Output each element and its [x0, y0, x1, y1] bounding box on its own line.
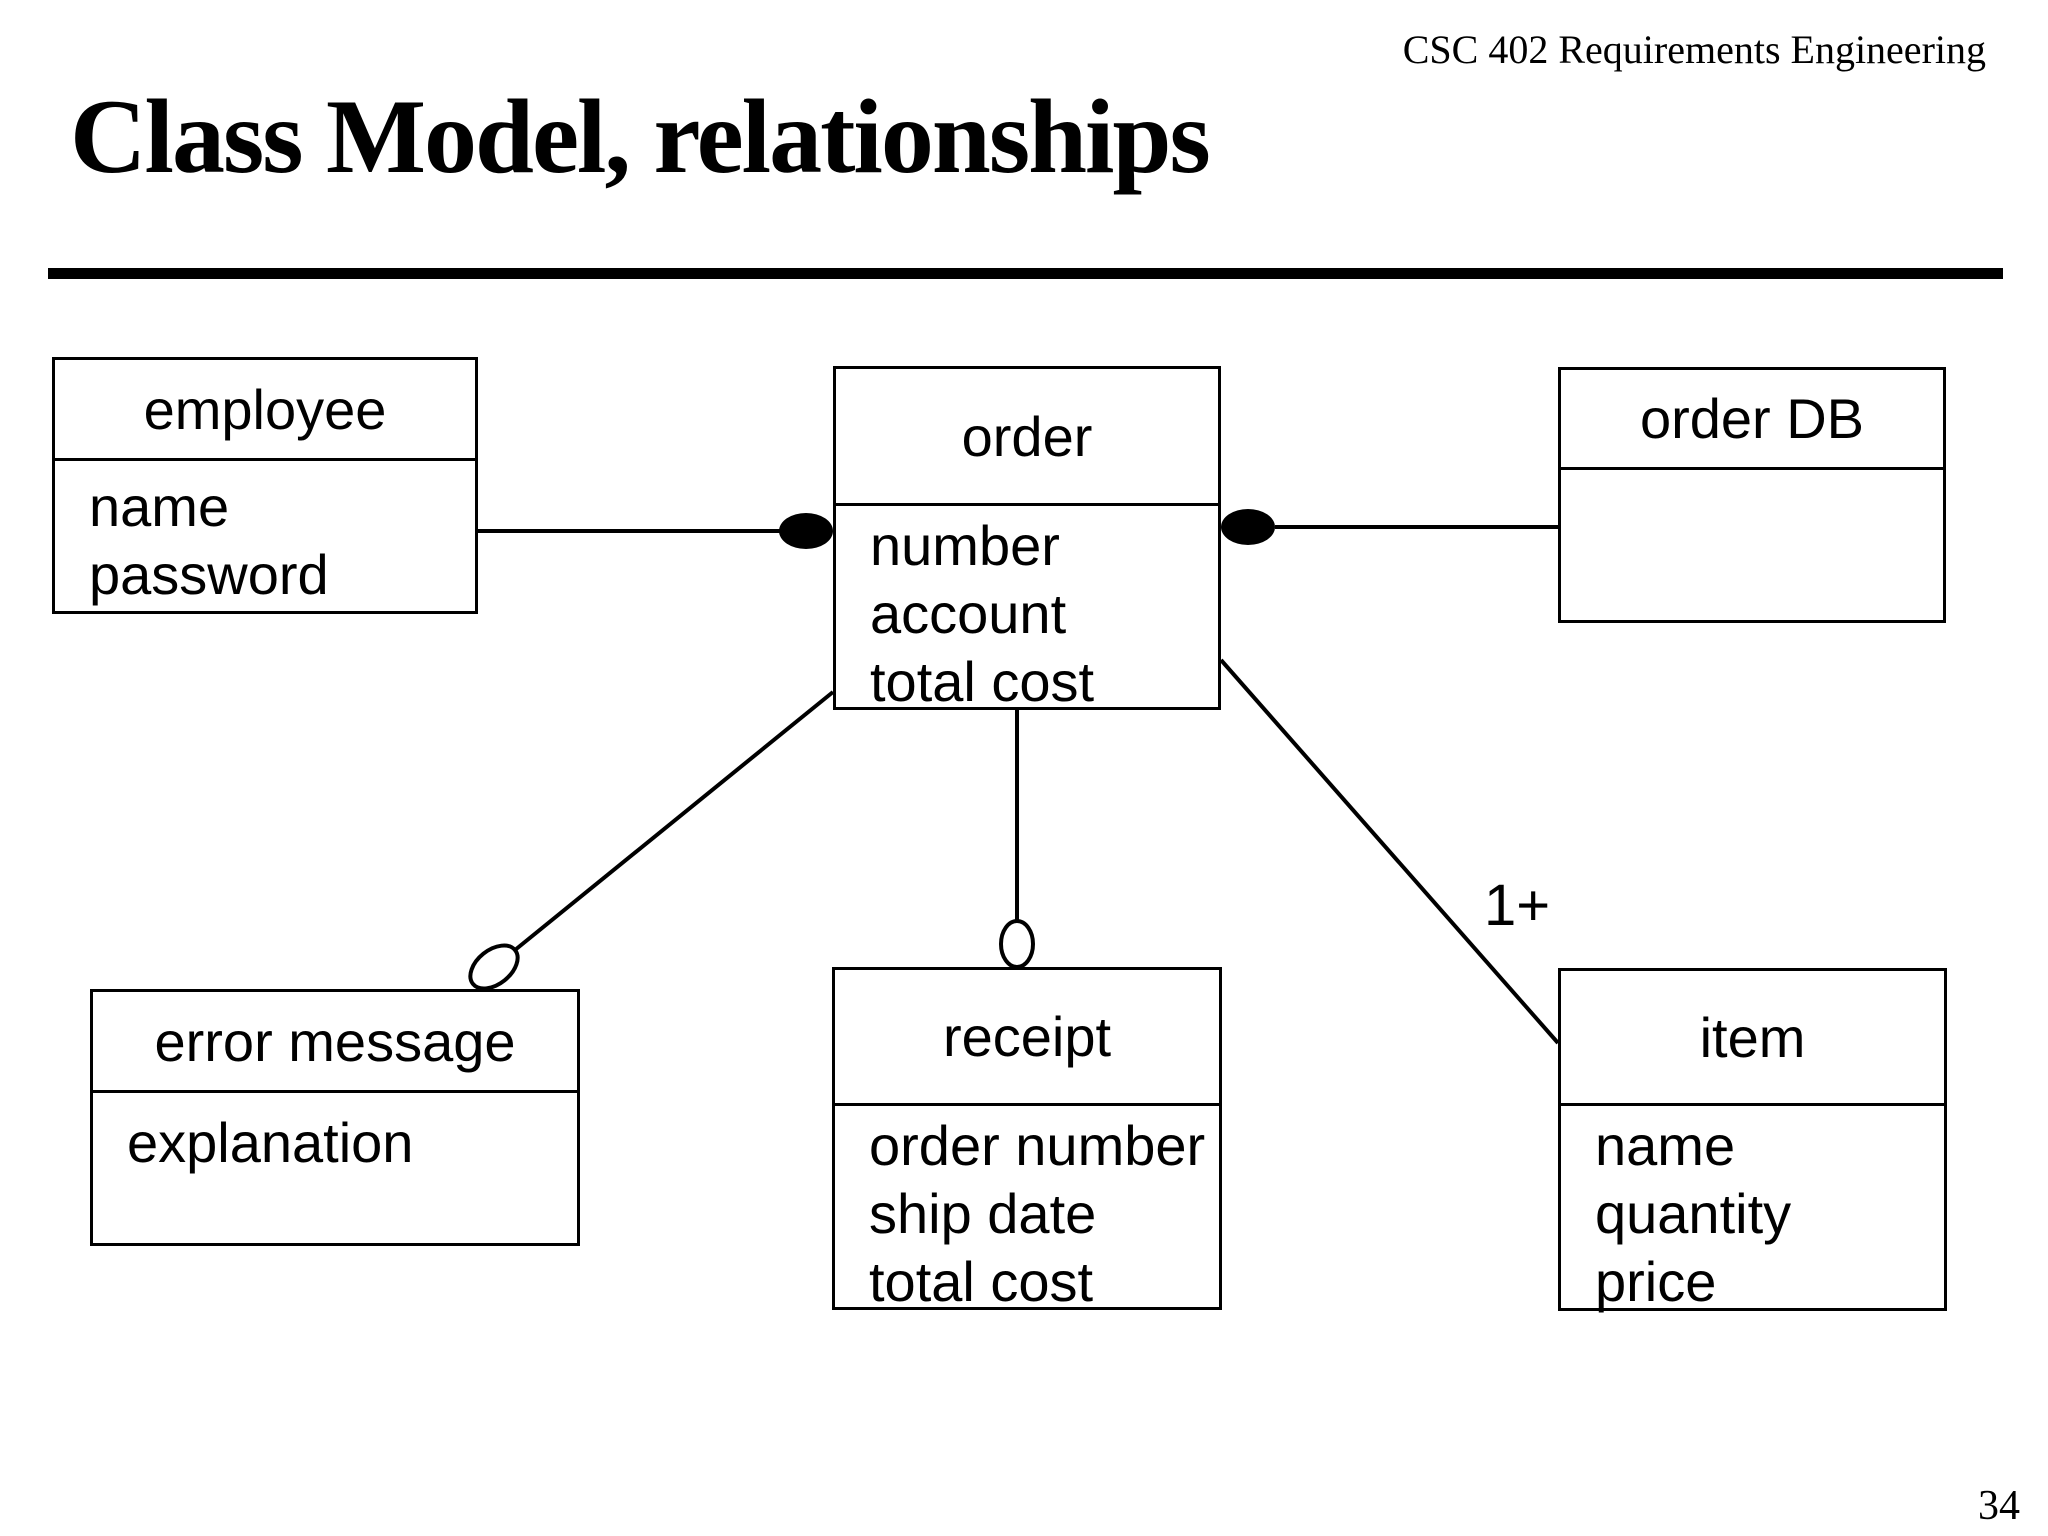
class-order-db-attributes	[1561, 470, 1943, 620]
line-order-error-message	[513, 690, 835, 952]
attribute: price	[1595, 1250, 1717, 1313]
attribute: name	[1595, 1114, 1736, 1177]
class-employee: employee name password	[52, 357, 478, 614]
class-receipt-attributes: order number ship date total cost	[835, 1106, 1219, 1316]
class-receipt: receipt order number ship date total cos…	[832, 967, 1222, 1313]
class-item-attributes: name quantity price	[1561, 1106, 1944, 1316]
filled-ellipse-order-employee-end	[779, 513, 833, 549]
class-order-db: order DB	[1558, 367, 1946, 623]
attribute: explanation	[127, 1111, 414, 1174]
class-error-message-title: error message	[93, 992, 577, 1093]
class-item-title: item	[1561, 971, 1944, 1106]
attribute: order number	[869, 1114, 1206, 1177]
attribute: total cost	[869, 1250, 1094, 1313]
attribute: quantity	[1595, 1182, 1792, 1245]
slide-title: Class Model, relationships	[70, 78, 1211, 195]
class-employee-title: employee	[55, 360, 475, 461]
attribute: ship date	[869, 1182, 1097, 1245]
course-header: CSC 402 Requirements Engineering	[1402, 27, 1986, 72]
attribute: name	[89, 475, 230, 538]
class-employee-attributes: name password	[55, 461, 475, 611]
title-rule	[48, 268, 2003, 279]
class-receipt-title: receipt	[835, 970, 1219, 1106]
hollow-ellipse-error-message-end	[468, 943, 520, 991]
hollow-ellipse-receipt-end	[999, 919, 1035, 969]
line-order-item	[1219, 658, 1560, 1045]
multiplicity-label: 1+	[1484, 873, 1551, 938]
class-error-message-attributes: explanation	[93, 1093, 577, 1243]
class-order-db-title: order DB	[1561, 370, 1943, 470]
filled-ellipse-order-orderdb-end	[1221, 509, 1275, 545]
class-item: item name quantity price	[1558, 968, 1947, 1313]
class-order-attributes: number account total cost	[836, 506, 1218, 716]
class-order: order number account total cost	[833, 366, 1221, 713]
class-error-message: error message explanation	[90, 989, 580, 1246]
attribute: number	[870, 514, 1060, 577]
class-order-title: order	[836, 369, 1218, 506]
page-number: 34	[1978, 1483, 2020, 1529]
attribute: password	[89, 543, 329, 606]
attribute: account	[870, 582, 1067, 645]
attribute: total cost	[870, 650, 1095, 713]
